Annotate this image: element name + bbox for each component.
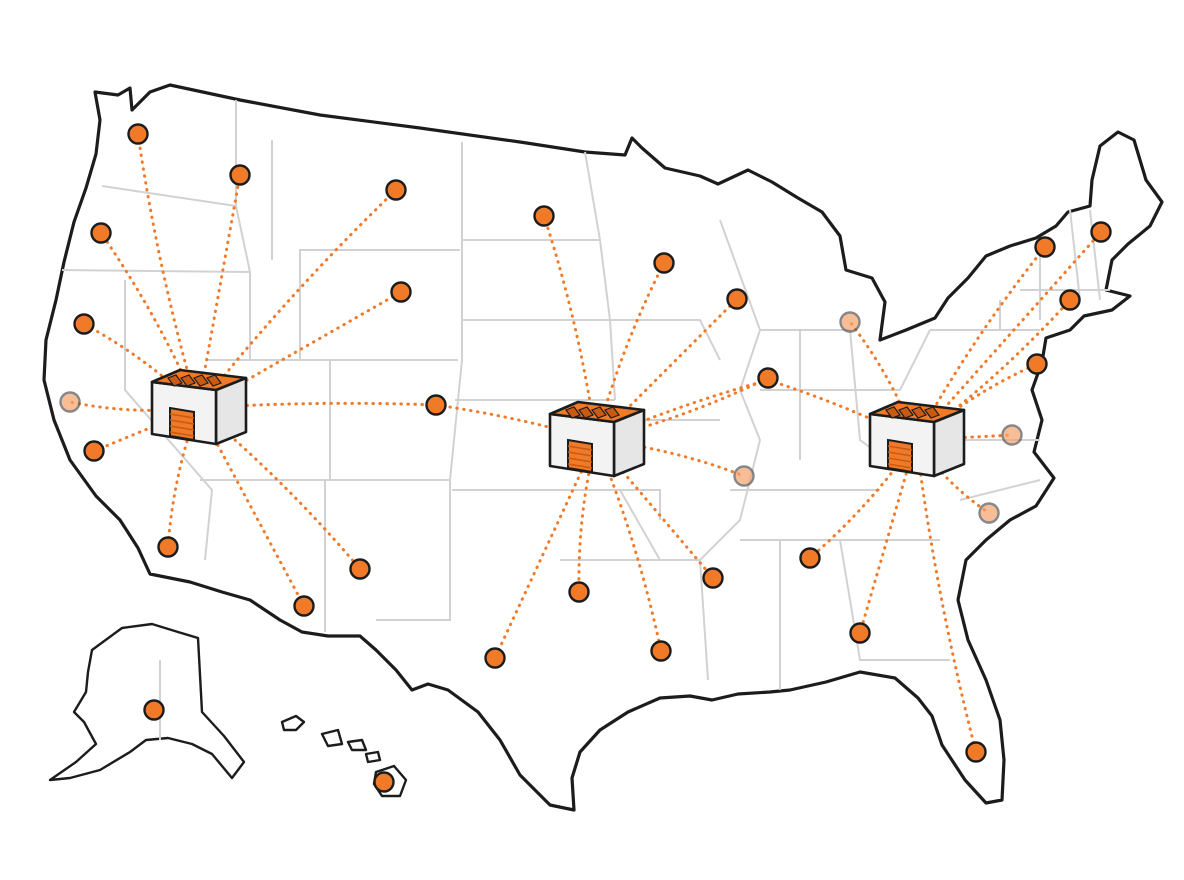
route-line-west-hub (99, 231, 200, 410)
destination-dot-icon (90, 222, 112, 244)
destination-dot-icon (849, 622, 871, 644)
hawaii-island-4 (364, 750, 382, 764)
destination-dot-icon (484, 647, 506, 669)
warehouse-icon (868, 400, 966, 478)
route-line-east-hub (808, 438, 918, 560)
destination-dot-icon (757, 367, 779, 389)
destination-dot-icon (229, 164, 251, 186)
hawaii-island-1 (280, 714, 306, 732)
route-line-west-hub (92, 406, 200, 453)
destination-dot-icon (425, 394, 447, 416)
route-line-east-hub (914, 298, 1072, 442)
destination-dot-icon (799, 547, 821, 569)
destination-dot-icon (73, 313, 95, 335)
destination-dot-icon (1090, 221, 1112, 243)
warehouse-hubs (150, 368, 966, 478)
destination-dot-icon (143, 699, 165, 721)
warehouse-icon (150, 368, 248, 446)
destination-dot-icon (978, 502, 1000, 524)
destination-dot-icon (127, 123, 149, 145)
route-line-west-hub (196, 188, 398, 410)
route-line-central-hub (594, 297, 739, 442)
destination-dot-icon (726, 288, 748, 310)
destination-dot-icon (157, 536, 179, 558)
warehouse-icon (548, 400, 646, 478)
destination-dot-icon (839, 311, 861, 333)
destination-dot-icon (650, 640, 672, 662)
destination-dot-icon (568, 581, 590, 603)
hawaii-island-2 (320, 728, 344, 748)
destination-dot-icon (293, 595, 315, 617)
destination-dot-icon (1059, 289, 1081, 311)
destination-dots (59, 123, 1112, 793)
destination-dot-icon (1001, 424, 1023, 446)
route-line-east-hub (858, 438, 918, 635)
destination-dot-icon (965, 741, 987, 763)
destination-dot-icon (83, 440, 105, 462)
destination-dot-icon (390, 281, 412, 303)
destination-dot-icon (1034, 236, 1056, 258)
destination-dot-icon (733, 465, 755, 487)
destination-dot-icon (1026, 353, 1048, 375)
route-line-east-hub (914, 438, 991, 515)
route-line-central-hub (577, 438, 598, 594)
destination-dot-icon (349, 558, 371, 580)
route-line-central-hub (594, 438, 746, 478)
destination-dot-icon (59, 391, 81, 413)
route-line-central-hub (493, 438, 598, 660)
hawaii-island-3 (346, 738, 368, 752)
destination-dot-icon (653, 252, 675, 274)
destination-dot-icon (533, 205, 555, 227)
destination-dot-icon (702, 567, 724, 589)
destination-dot-icon (385, 179, 407, 201)
route-line-east-hub (914, 438, 978, 754)
destination-dot-icon (373, 771, 395, 793)
